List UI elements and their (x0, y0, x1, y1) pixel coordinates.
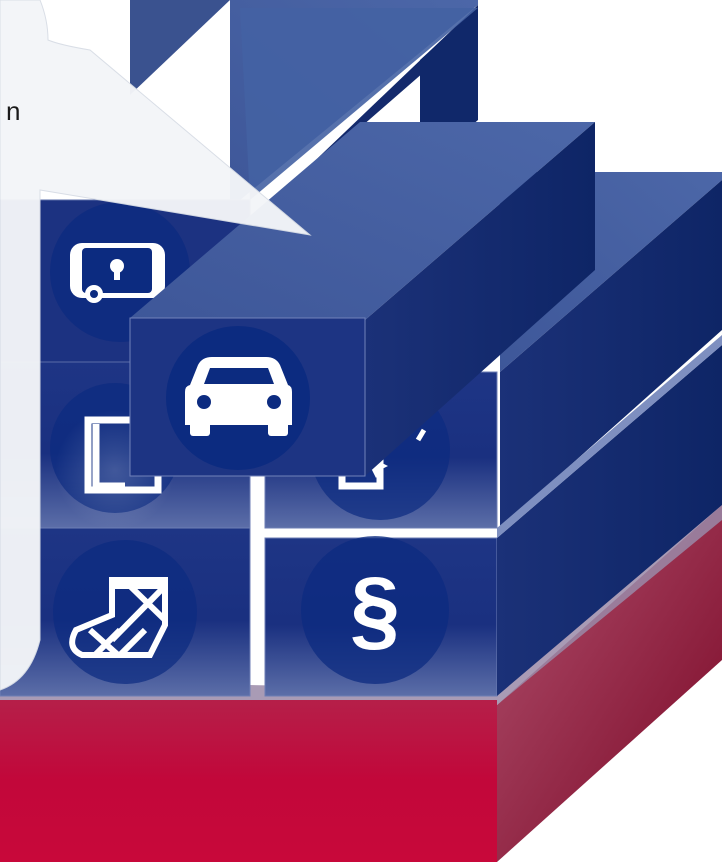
base-slab-front (0, 700, 497, 862)
speech-bubble-text: n (6, 96, 20, 126)
car-icon (185, 357, 292, 436)
legal-tile: § (301, 536, 449, 684)
section-sign-icon: § (350, 560, 400, 660)
cast-tile (53, 540, 197, 684)
suitcase-lock-icon (70, 243, 165, 303)
